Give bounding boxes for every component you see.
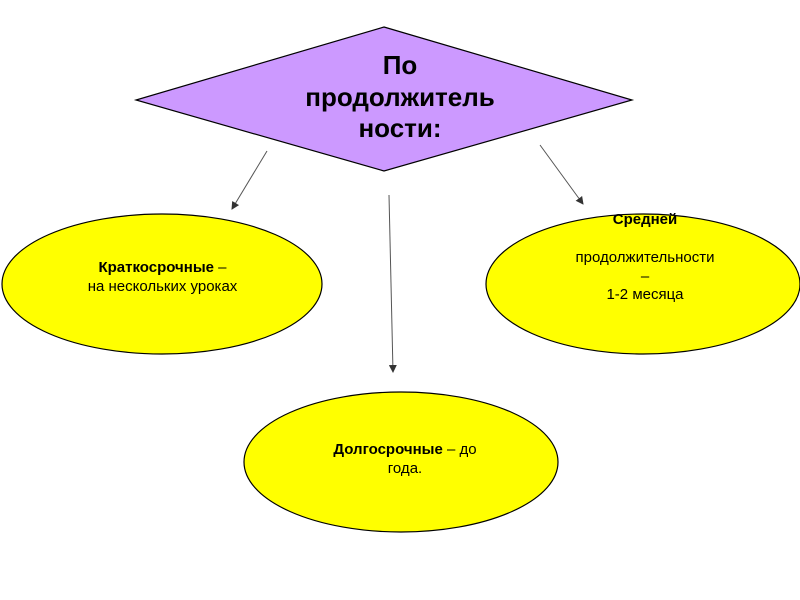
short-term-label: Краткосрочные – на нескольких уроках: [40, 259, 285, 297]
long-term-title: Долгосрочные: [333, 441, 443, 458]
medium-term-label: Средней продолжительности – 1-2 месяца: [500, 211, 790, 305]
short-term-title: Краткосрочные: [98, 259, 214, 276]
root-label-line-1: По: [382, 50, 418, 80]
short-term-dash: –: [213, 259, 227, 276]
long-term-dash: – до: [442, 441, 477, 458]
long-term-description: года.: [387, 459, 423, 477]
root-label-line-3: ности:: [358, 113, 442, 144]
medium-term-gap: [500, 230, 790, 249]
root-diamond: [133, 26, 635, 172]
long-term-label: Долгосрочные – до года.: [280, 441, 530, 479]
root-label-line-2: продолжитель: [305, 81, 495, 112]
medium-term-title: Средней: [612, 211, 678, 228]
root-label: По продолжитель ности:: [288, 50, 512, 145]
long-term-ellipse: [243, 391, 559, 533]
medium-term-title-line-2: продолжительности: [575, 248, 715, 266]
short-term-ellipse: [1, 213, 323, 355]
medium-term-description: 1-2 месяца: [606, 286, 684, 304]
medium-term-ellipse: [485, 213, 800, 355]
short-term-description: на нескольких уроках: [87, 277, 238, 295]
arrow-to-medium-term: [539, 144, 584, 205]
medium-term-dash: –: [640, 267, 650, 285]
arrow-to-long-term: [388, 194, 397, 373]
arrow-to-short-term: [231, 150, 268, 210]
